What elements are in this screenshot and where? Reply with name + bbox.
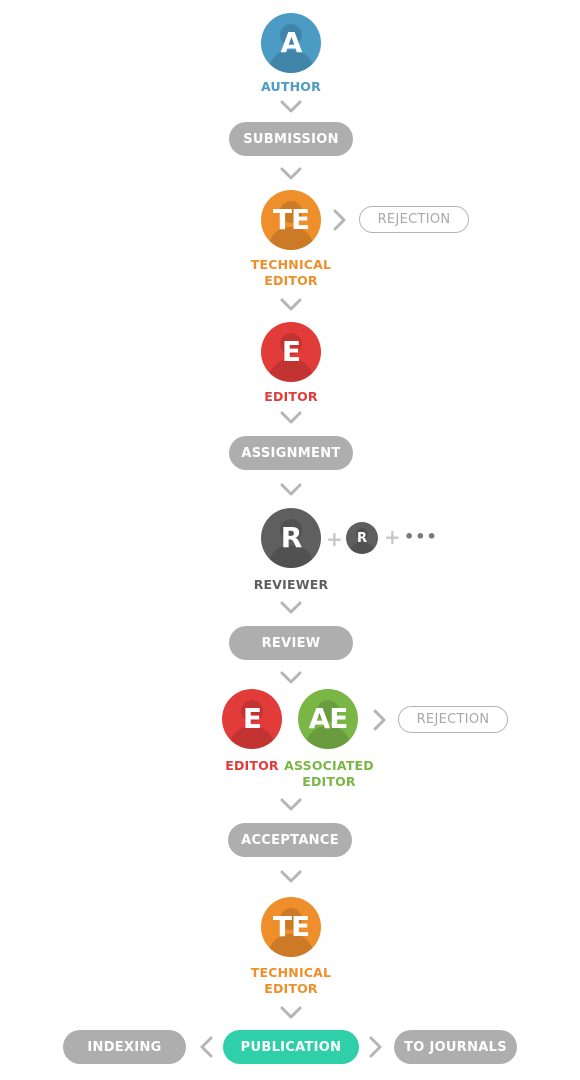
- chevron-right-icon: [333, 209, 347, 231]
- editor-label: EDITOR: [225, 758, 279, 773]
- technical-editor-label-line1: TECHNICAL: [250, 965, 332, 980]
- chevron-down-icon: [280, 601, 302, 615]
- author-letter: A: [280, 26, 303, 59]
- chevron-right-icon: [369, 1036, 383, 1058]
- indexing-step: INDEXING: [63, 1030, 186, 1064]
- rejection-step: REJECTION: [359, 206, 469, 233]
- review-step: REVIEW: [229, 626, 353, 660]
- chevron-down-icon: [280, 100, 302, 114]
- editor-letter: E: [281, 335, 301, 368]
- plus-icon: +: [384, 525, 401, 549]
- to-journals-step: TO JOURNALS: [394, 1030, 517, 1064]
- more-reviewers-dots: •••: [404, 527, 438, 546]
- associated-editor-letter: AE: [308, 702, 349, 735]
- submission-step: SUBMISSION: [229, 122, 353, 156]
- technical-editor-label-line2: EDITOR: [264, 981, 318, 996]
- chevron-down-icon: [280, 798, 302, 812]
- technical-editor-label-line1: TECHNICAL: [250, 257, 332, 272]
- additional-reviewer-node: R: [346, 522, 378, 554]
- technical-editor-label-line2: EDITOR: [264, 273, 318, 288]
- technical-editor-node: TE: [261, 897, 321, 957]
- chevron-down-icon: [280, 411, 302, 425]
- chevron-down-icon: [280, 483, 302, 497]
- associated-editor-label: ASSOCIATED EDITOR: [269, 758, 389, 790]
- chevron-right-icon: [373, 709, 387, 731]
- additional-reviewer-letter: R: [356, 530, 367, 546]
- technical-editor-label: TECHNICAL EDITOR: [221, 257, 361, 289]
- technical-editor-label: TECHNICAL EDITOR: [221, 965, 361, 997]
- acceptance-step: ACCEPTANCE: [228, 823, 352, 857]
- chevron-down-icon: [280, 870, 302, 884]
- technical-editor-node: TE: [261, 190, 321, 250]
- associated-editor-label-line1: ASSOCIATED: [284, 758, 374, 773]
- reviewer-node: R: [261, 508, 321, 568]
- editor-label: EDITOR: [264, 389, 318, 404]
- editor-letter: E: [242, 702, 262, 735]
- editor-node: E: [261, 322, 321, 382]
- chevron-down-icon: [280, 167, 302, 181]
- reviewer-label: REVIEWER: [253, 577, 329, 592]
- chevron-down-icon: [280, 298, 302, 312]
- technical-editor-letter: TE: [272, 203, 310, 236]
- technical-editor-letter: TE: [272, 910, 310, 943]
- publication-step: PUBLICATION: [223, 1030, 359, 1064]
- associated-editor-label-line2: EDITOR: [302, 774, 356, 789]
- associated-editor-node: AE: [298, 689, 358, 749]
- chevron-down-icon: [280, 1006, 302, 1020]
- assignment-step: ASSIGNMENT: [229, 436, 353, 470]
- plus-icon: +: [326, 527, 343, 551]
- chevron-down-icon: [280, 671, 302, 685]
- editor-node: E: [222, 689, 282, 749]
- rejection-step: REJECTION: [398, 706, 508, 733]
- chevron-left-icon: [199, 1036, 213, 1058]
- author-node: A: [261, 13, 321, 73]
- author-label: AUTHOR: [261, 79, 321, 94]
- reviewer-letter: R: [280, 521, 303, 554]
